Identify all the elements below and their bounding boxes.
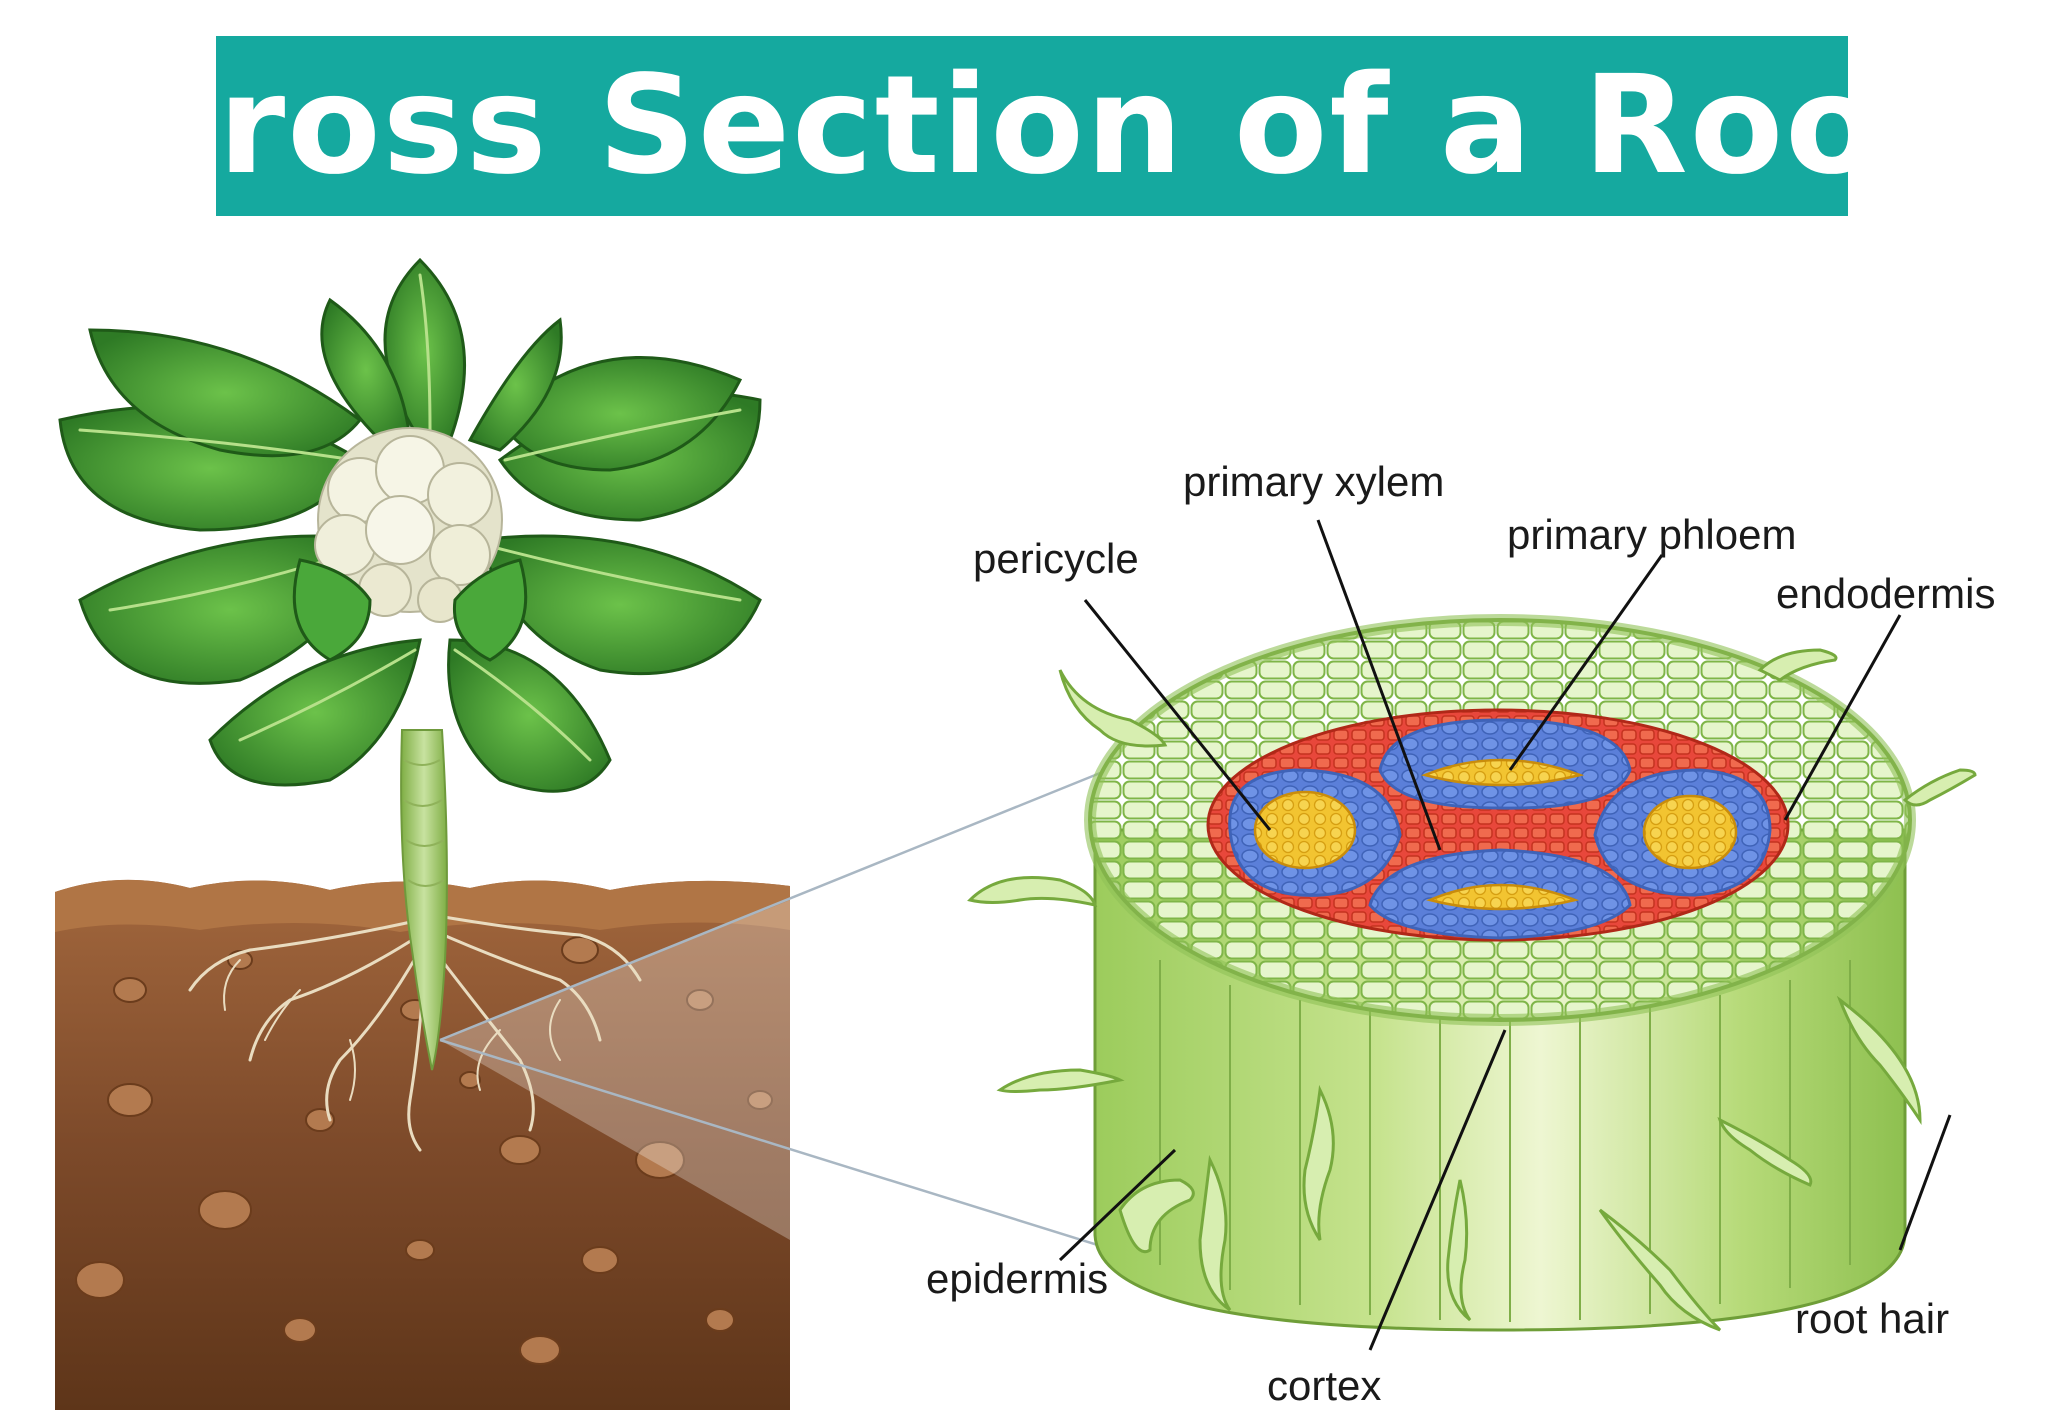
phloem-cores (1253, 758, 1738, 911)
cylinder-root-hairs (967, 648, 1977, 1332)
title-banner: Cross Section of a Root (116, 36, 1946, 216)
leader-lines (1058, 519, 1952, 1351)
inner-leaves (292, 558, 528, 662)
label-primary-phloem: primary phloem (1507, 511, 1797, 558)
magnifier-highlight (440, 900, 790, 1240)
label-cortex: cortex (1267, 1362, 1382, 1409)
cross-section-face (1084, 614, 1916, 1026)
soil-block (55, 879, 790, 1410)
label-epidermis: epidermis (926, 1255, 1109, 1302)
label-endodermis: endodermis (1776, 570, 1996, 617)
label-primary-xylem: primary xylem (1183, 458, 1445, 505)
taproot (400, 729, 448, 1071)
cauliflower-head (314, 427, 503, 623)
label-root-hair: root hair (1795, 1295, 1950, 1342)
root-hairs-in-soil (188, 913, 642, 1152)
leaf-veins (78, 273, 742, 762)
label-pericycle: pericycle (973, 535, 1139, 582)
page-title: Cross Section of a Root (116, 47, 1948, 205)
